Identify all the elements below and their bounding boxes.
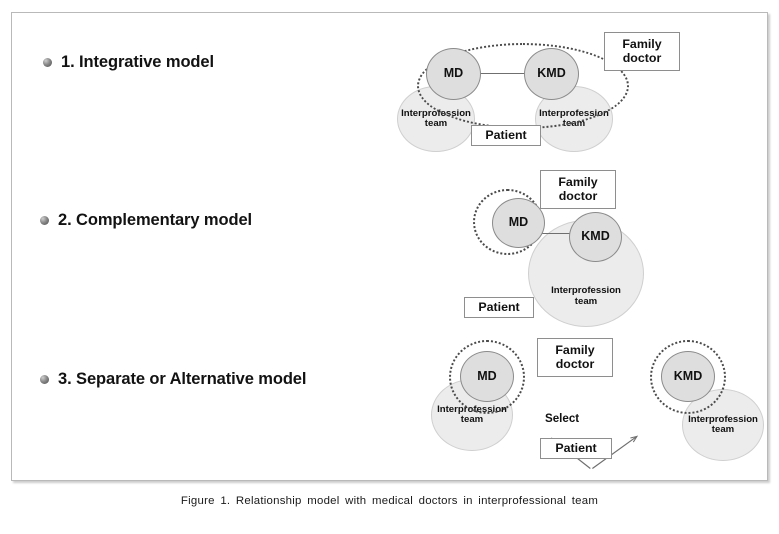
model-3-patient-box: Patient <box>540 438 612 459</box>
bullet-icon <box>43 58 52 67</box>
model-1-md-label: MD <box>443 66 464 81</box>
model-3-family-doctor-box: Family doctor <box>537 338 613 377</box>
model-3-kmd-ring <box>650 340 726 414</box>
model-1-kmd-label: KMD <box>537 66 566 81</box>
model-2-md-label: MD <box>508 215 529 230</box>
model-2-md-node: MD <box>492 198 545 248</box>
model-1-heading-label: 1. Integrative model <box>61 53 214 71</box>
model-3-team-right-label: Interprofession team <box>688 413 758 435</box>
model-2-heading: 2. Complementary model <box>40 211 252 230</box>
model-2-kmd-node: KMD <box>569 212 622 262</box>
model-1-kmd-node: KMD <box>524 48 579 100</box>
model-3-kmd-label: KMD <box>673 368 703 383</box>
model-3-md-ring <box>449 340 525 414</box>
figure-frame: 1. Integrative model Interprofession tea… <box>11 12 768 481</box>
model-2-kmd-label: KMD <box>581 229 610 244</box>
model-2-heading-label: 2. Complementary model <box>58 211 253 229</box>
model-2-family-doctor-line2: doctor <box>558 188 598 203</box>
model-2-team-label: Interprofession team <box>551 285 621 307</box>
model-1-md-node: MD <box>426 48 481 100</box>
model-3-family-doctor-line1: Family <box>555 342 595 357</box>
model-1-team-left-label: Interprofession team <box>401 107 471 129</box>
model-3-heading: 3. Separate or Alternative model <box>40 370 306 389</box>
model-2-patient-label: Patient <box>478 299 520 314</box>
figure-caption: Figure 1. Relationship model with medica… <box>180 495 599 507</box>
model-3-heading-label: 3. Separate or Alternative model <box>58 370 307 388</box>
model-3-kmd-node: KMD <box>661 351 715 402</box>
model-3-select-label: Select <box>545 412 580 425</box>
model-2-md-kmd-connector <box>536 233 578 234</box>
model-1-family-doctor-line1: Family <box>622 36 662 51</box>
model-1-patient-label: Patient <box>485 127 527 142</box>
model-1-family-doctor-line2: doctor <box>622 50 662 65</box>
model-3-md-node: MD <box>460 351 514 402</box>
model-1-patient-box: Patient <box>471 125 541 146</box>
model-1-heading: 1. Integrative model <box>43 53 214 72</box>
bullet-icon <box>40 375 49 384</box>
model-2-patient-box: Patient <box>464 297 534 318</box>
model-2-family-doctor-box: Family doctor <box>540 170 616 209</box>
figure-container: 1. Integrative model Interprofession tea… <box>11 12 768 507</box>
model-2-family-doctor-line1: Family <box>558 174 598 189</box>
model-3-md-label: MD <box>477 368 497 383</box>
model-3-family-doctor-line2: doctor <box>555 356 595 371</box>
model-1-family-doctor-box: Family doctor <box>604 32 680 71</box>
bullet-icon <box>40 216 49 225</box>
model-1-md-kmd-connector <box>480 73 525 74</box>
model-3-patient-label: Patient <box>555 440 597 455</box>
model-3-select-arrows <box>12 13 779 469</box>
